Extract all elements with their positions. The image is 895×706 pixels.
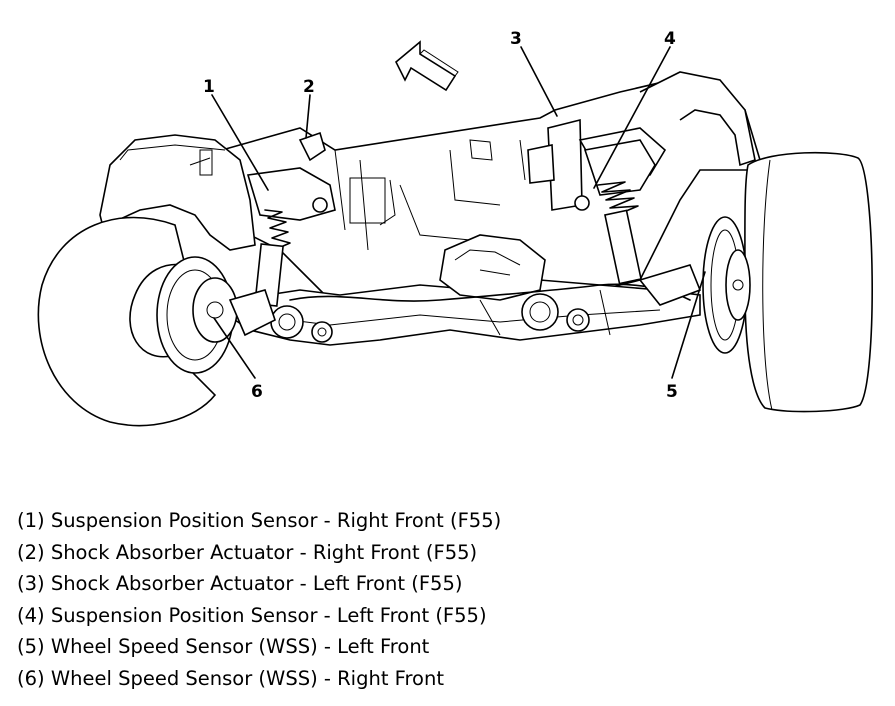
component-legend: (1) Suspension Position Sensor - Right F… bbox=[17, 505, 501, 695]
legend-item: (2) Shock Absorber Actuator - Right Fron… bbox=[17, 540, 478, 564]
legend-item: (5) Wheel Speed Sensor (WSS) - Left Fron… bbox=[17, 635, 430, 659]
legend-item: (3) Shock Absorber Actuator - Left Front… bbox=[17, 572, 463, 596]
left-front-wheel bbox=[702, 151, 873, 413]
front-subframe bbox=[234, 234, 701, 346]
legend-item: (1) Suspension Position Sensor - Right F… bbox=[17, 509, 502, 532]
right-front-wheel bbox=[37, 216, 276, 427]
callout-3: 3 bbox=[510, 29, 522, 49]
callout-6: 6 bbox=[251, 382, 263, 402]
suspension-diagram: 1 2 3 4 5 6 bbox=[37, 29, 873, 427]
callout-1: 1 bbox=[203, 77, 215, 97]
legend-item: (4) Suspension Position Sensor - Left Fr… bbox=[17, 603, 487, 627]
front-direction-arrow-icon bbox=[395, 40, 459, 92]
callout-leaders bbox=[211, 46, 706, 379]
legend-item: (6) Wheel Speed Sensor (WSS) - Right Fro… bbox=[17, 666, 444, 690]
left-front-strut bbox=[574, 139, 702, 306]
callout-2: 2 bbox=[303, 77, 315, 97]
callout-5: 5 bbox=[666, 382, 678, 402]
callout-4: 4 bbox=[664, 29, 676, 49]
